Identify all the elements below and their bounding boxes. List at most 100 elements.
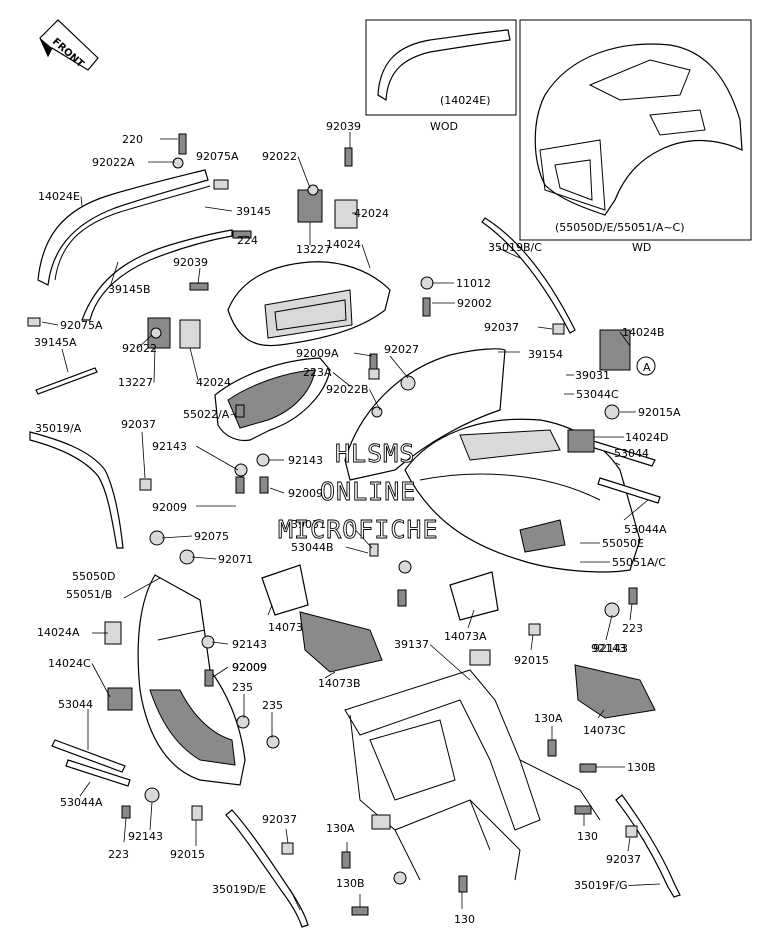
leader-line-3 bbox=[80, 196, 83, 207]
leader-line-35 bbox=[195, 445, 239, 471]
part-label-18: 35019B/C bbox=[488, 241, 542, 254]
leader-line-54 bbox=[91, 663, 111, 698]
part-label-71: 92015 bbox=[170, 848, 205, 861]
part-label-70: 223 bbox=[108, 848, 129, 861]
watermark-line-2: ONLINE bbox=[320, 477, 416, 506]
part-label-51: 92143 bbox=[591, 642, 626, 655]
part-label-80: A bbox=[643, 361, 651, 374]
part-label-12: 224 bbox=[237, 234, 258, 247]
panel-14024C bbox=[107, 687, 133, 711]
leader-line-78 bbox=[627, 837, 631, 852]
part-label-29: 92027 bbox=[384, 343, 419, 356]
part-label-0: 220 bbox=[122, 133, 143, 146]
upper-cowl-55050E bbox=[404, 418, 641, 573]
side-cowl-55050D bbox=[137, 574, 246, 786]
inset-wd-box-label: (55050D/E/55051/A~C) bbox=[555, 221, 685, 234]
part-label-7: 39145A bbox=[34, 336, 77, 349]
leader-line-72 bbox=[285, 828, 289, 844]
part-label-62: 92015 bbox=[514, 654, 549, 667]
part-label-79: 35019F/G bbox=[574, 879, 628, 892]
leader-line-29 bbox=[389, 355, 409, 379]
part-label-14: 92039 bbox=[173, 256, 208, 269]
trim-14024E bbox=[37, 169, 209, 286]
panel-14024D bbox=[567, 429, 595, 453]
part-label-37: 92009 bbox=[152, 501, 187, 514]
part-label-44: 53044B bbox=[291, 541, 334, 554]
part-label-53: 14024A bbox=[37, 626, 80, 639]
part-label-66: 39137 bbox=[394, 638, 429, 651]
inset-wod-caption: WOD bbox=[430, 120, 458, 133]
part-label-27: 14024D bbox=[625, 431, 668, 444]
leader-line-4 bbox=[204, 206, 233, 212]
windshield-39154 bbox=[344, 348, 506, 481]
part-label-78: 92037 bbox=[606, 853, 641, 866]
part-label-20: 92002 bbox=[457, 297, 492, 310]
part-label-39: 53044 bbox=[614, 447, 649, 460]
meter-housing-14024 bbox=[227, 261, 391, 347]
strip-39145A bbox=[35, 367, 98, 395]
cowl-stay-frame-39137 bbox=[344, 649, 601, 881]
leader-line-5 bbox=[109, 261, 119, 288]
part-label-52: 92009 bbox=[232, 661, 267, 674]
part-label-47: 55050D bbox=[72, 570, 115, 583]
part-label-46: 92071 bbox=[218, 553, 253, 566]
grommet-13227-upper bbox=[297, 189, 323, 223]
strip-53044-left bbox=[51, 739, 126, 773]
leader-line-48 bbox=[123, 577, 161, 599]
part-label-41: 55050E bbox=[602, 537, 644, 550]
inset-wod-box-label: (14024E) bbox=[440, 94, 491, 107]
part-label-65: 14073C bbox=[583, 724, 626, 737]
part-label-19: 11012 bbox=[456, 277, 491, 290]
part-label-23: 39154 bbox=[528, 348, 563, 361]
part-label-9: 92022 bbox=[262, 150, 297, 163]
part-label-28: 92009A bbox=[296, 347, 339, 360]
watermark-line-1: HLSMS bbox=[335, 439, 415, 468]
strip-35019DE bbox=[225, 809, 309, 928]
leader-line-73 bbox=[289, 888, 301, 911]
leader-line-38 bbox=[269, 487, 285, 494]
part-label-57: 53044 bbox=[58, 698, 93, 711]
part-label-61: 14073B bbox=[318, 677, 361, 690]
duct-14073B bbox=[299, 611, 383, 673]
inset-wod-part bbox=[377, 29, 511, 102]
leader-line-65 bbox=[597, 709, 605, 719]
part-label-63: 223 bbox=[622, 622, 643, 635]
leader-line-32 bbox=[230, 413, 237, 415]
leader-line-40 bbox=[623, 499, 649, 521]
duct-14073 bbox=[261, 564, 309, 616]
part-label-75: 130B bbox=[336, 877, 365, 890]
part-label-31: 92022B bbox=[326, 383, 369, 396]
leader-line-69 bbox=[149, 801, 153, 831]
leader-line-18 bbox=[497, 247, 521, 259]
part-label-58: 53044A bbox=[60, 796, 103, 809]
leader-line-61 bbox=[324, 671, 336, 679]
part-label-50: 92143 bbox=[232, 638, 267, 651]
leader-line-44 bbox=[345, 546, 369, 554]
part-label-26: 92015A bbox=[638, 406, 681, 419]
part-label-2: 92075A bbox=[196, 150, 239, 163]
clip-92075A-upper bbox=[213, 179, 229, 190]
leader-line-66 bbox=[429, 644, 471, 681]
leader-line-46 bbox=[191, 556, 217, 560]
front-arrow-icon: FRONT bbox=[39, 19, 99, 71]
strip-35019BC bbox=[481, 217, 576, 334]
leader-line-31 bbox=[369, 389, 381, 411]
leader-line-15 bbox=[137, 334, 153, 349]
leader-line-52 bbox=[212, 666, 229, 678]
leader-line-79 bbox=[628, 883, 661, 886]
part-label-55: 235 bbox=[232, 681, 253, 694]
part-label-35: 92143 bbox=[152, 440, 187, 453]
leader-line-39 bbox=[615, 462, 621, 466]
clip-92075A-lower bbox=[27, 317, 41, 327]
leader-line-13 bbox=[361, 244, 371, 269]
part-label-60: 14073A bbox=[444, 630, 487, 643]
leader-line-60 bbox=[467, 609, 475, 629]
strip-35019FG bbox=[615, 794, 681, 898]
leader-line-6 bbox=[41, 321, 59, 326]
part-label-42: 55051A/C bbox=[612, 556, 666, 569]
part-label-24: 39031 bbox=[575, 369, 610, 382]
leader-line-9 bbox=[297, 156, 311, 189]
